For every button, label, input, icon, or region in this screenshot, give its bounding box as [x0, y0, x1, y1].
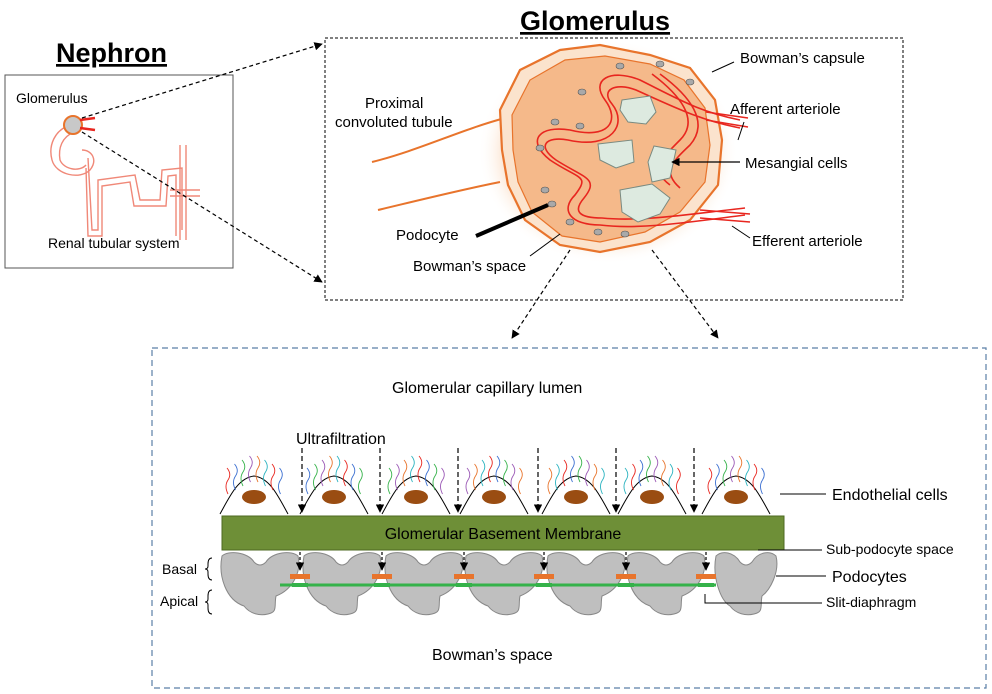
efferent-arteriole-label: Efferent arteriole	[752, 233, 863, 250]
endothelial-nucleus	[242, 490, 266, 504]
renal-tubular-system-label: Renal tubular system	[48, 235, 180, 251]
podocyte-label: Podocyte	[396, 227, 459, 244]
gbm-label: Glomerular Basement Membrane	[385, 526, 622, 543]
endothelial-layer	[219, 455, 771, 515]
zoom-arrow-bottom	[81, 131, 323, 283]
afferent-arteriole	[705, 111, 749, 128]
ultrafiltration-arrows	[297, 448, 699, 513]
nephron-title: Nephron	[56, 38, 167, 68]
bowmans-space-pointer	[529, 233, 561, 257]
endothelial-nucleus	[640, 490, 664, 504]
mesangial-cells	[597, 95, 677, 223]
podocytes-label: Podocytes	[832, 569, 907, 586]
afferent-arteriole-label: Afferent arteriole	[730, 101, 841, 118]
slit-pointer	[704, 594, 822, 604]
slit-diaphragm-orange	[372, 574, 392, 579]
efferent-pointer	[731, 225, 751, 239]
capsule-pointer	[711, 61, 735, 73]
endothelial-nucleus	[482, 490, 506, 504]
endothelial-nucleus	[404, 490, 428, 504]
mini-glomerulus	[63, 115, 96, 135]
efferent-arteriole	[699, 209, 751, 223]
slit-diaphragm-orange	[696, 574, 716, 579]
endothelial-cell	[381, 455, 451, 515]
nephron-glomerulus-label: Glomerulus	[16, 90, 88, 106]
endothelial-nucleus	[564, 490, 588, 504]
afferent-pointer	[737, 121, 745, 141]
slit-diaphragm-orange	[290, 574, 310, 579]
endothelial-cell	[617, 455, 687, 515]
endothelial-cell	[299, 455, 369, 515]
slit-diaphragm-orange	[454, 574, 474, 579]
slit-diaphragm-orange	[616, 574, 636, 579]
sub-podocyte-arrows	[295, 552, 711, 571]
endothelial-cells-label: Endothelial cells	[832, 487, 948, 504]
nephron-panel	[4, 74, 234, 269]
endothelial-nucleus	[322, 490, 346, 504]
endothelial-cell	[701, 455, 771, 515]
slit-diaphragm-orange	[534, 574, 554, 579]
apical-bracket	[204, 589, 213, 615]
endothelial-cell	[459, 455, 529, 515]
apical-label: Apical	[160, 593, 198, 609]
basement-membrane	[221, 515, 785, 551]
podocyte-cell	[714, 552, 778, 616]
basal-label: Basal	[162, 561, 197, 577]
podocyte-cell	[220, 552, 300, 616]
filtration-panel	[151, 347, 987, 689]
endothelial-cell	[219, 455, 289, 515]
endothelial-nucleus	[724, 490, 748, 504]
mesangial-cells-label: Mesangial cells	[745, 155, 848, 172]
proximal-label-1: Proximal	[365, 95, 423, 112]
zoom-arrow-left	[511, 249, 571, 339]
sub-podocyte-label: Sub-podocyte space	[826, 541, 954, 557]
glomerular-podocytes	[535, 60, 695, 238]
bottom-bowmans-space-label: Bowman’s space	[432, 647, 553, 664]
glomerulus-title: Glomerulus	[520, 6, 670, 36]
slit-diaphragm-label: Slit-diaphragm	[826, 594, 916, 610]
basal-bracket	[204, 557, 213, 581]
proximal-label-2: convoluted tubule	[335, 114, 453, 131]
ultrafiltration-label: Ultrafiltration	[296, 431, 386, 448]
podocyte-layer	[220, 552, 778, 616]
proximal-tubule	[371, 117, 506, 211]
bowmans-capsule-label: Bowman’s capsule	[740, 50, 865, 67]
podocyte-pointer	[475, 203, 549, 238]
bowmans-space-label: Bowman’s space	[413, 258, 526, 275]
lumen-label: Glomerular capillary lumen	[392, 380, 582, 397]
endothelial-cell	[541, 455, 611, 515]
nephron-tubule	[50, 124, 200, 240]
zoom-arrow-right	[651, 249, 719, 339]
